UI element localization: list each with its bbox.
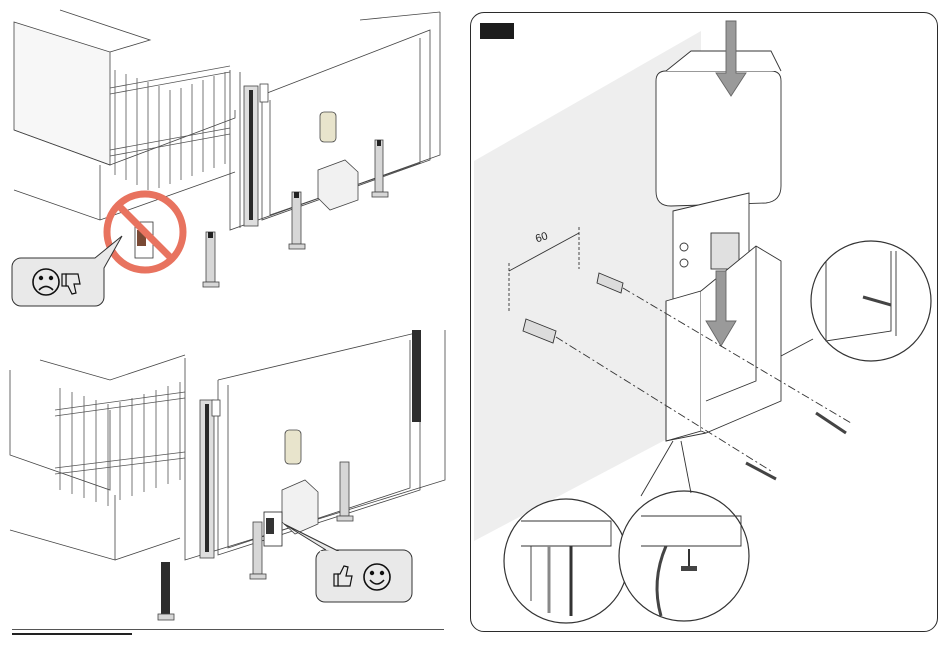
prohibition-icon bbox=[107, 194, 183, 270]
footer-rule-accent bbox=[12, 633, 132, 635]
footer-rule bbox=[12, 629, 444, 630]
mounting-diagram bbox=[471, 13, 938, 632]
left-illustrations bbox=[0, 0, 460, 655]
bottom-scene-correct-placement bbox=[10, 330, 445, 620]
mounting-instructions-panel: 60 bbox=[470, 12, 938, 632]
bad-install-callout bbox=[12, 258, 104, 306]
top-scene-wrong-placement bbox=[12, 10, 440, 306]
